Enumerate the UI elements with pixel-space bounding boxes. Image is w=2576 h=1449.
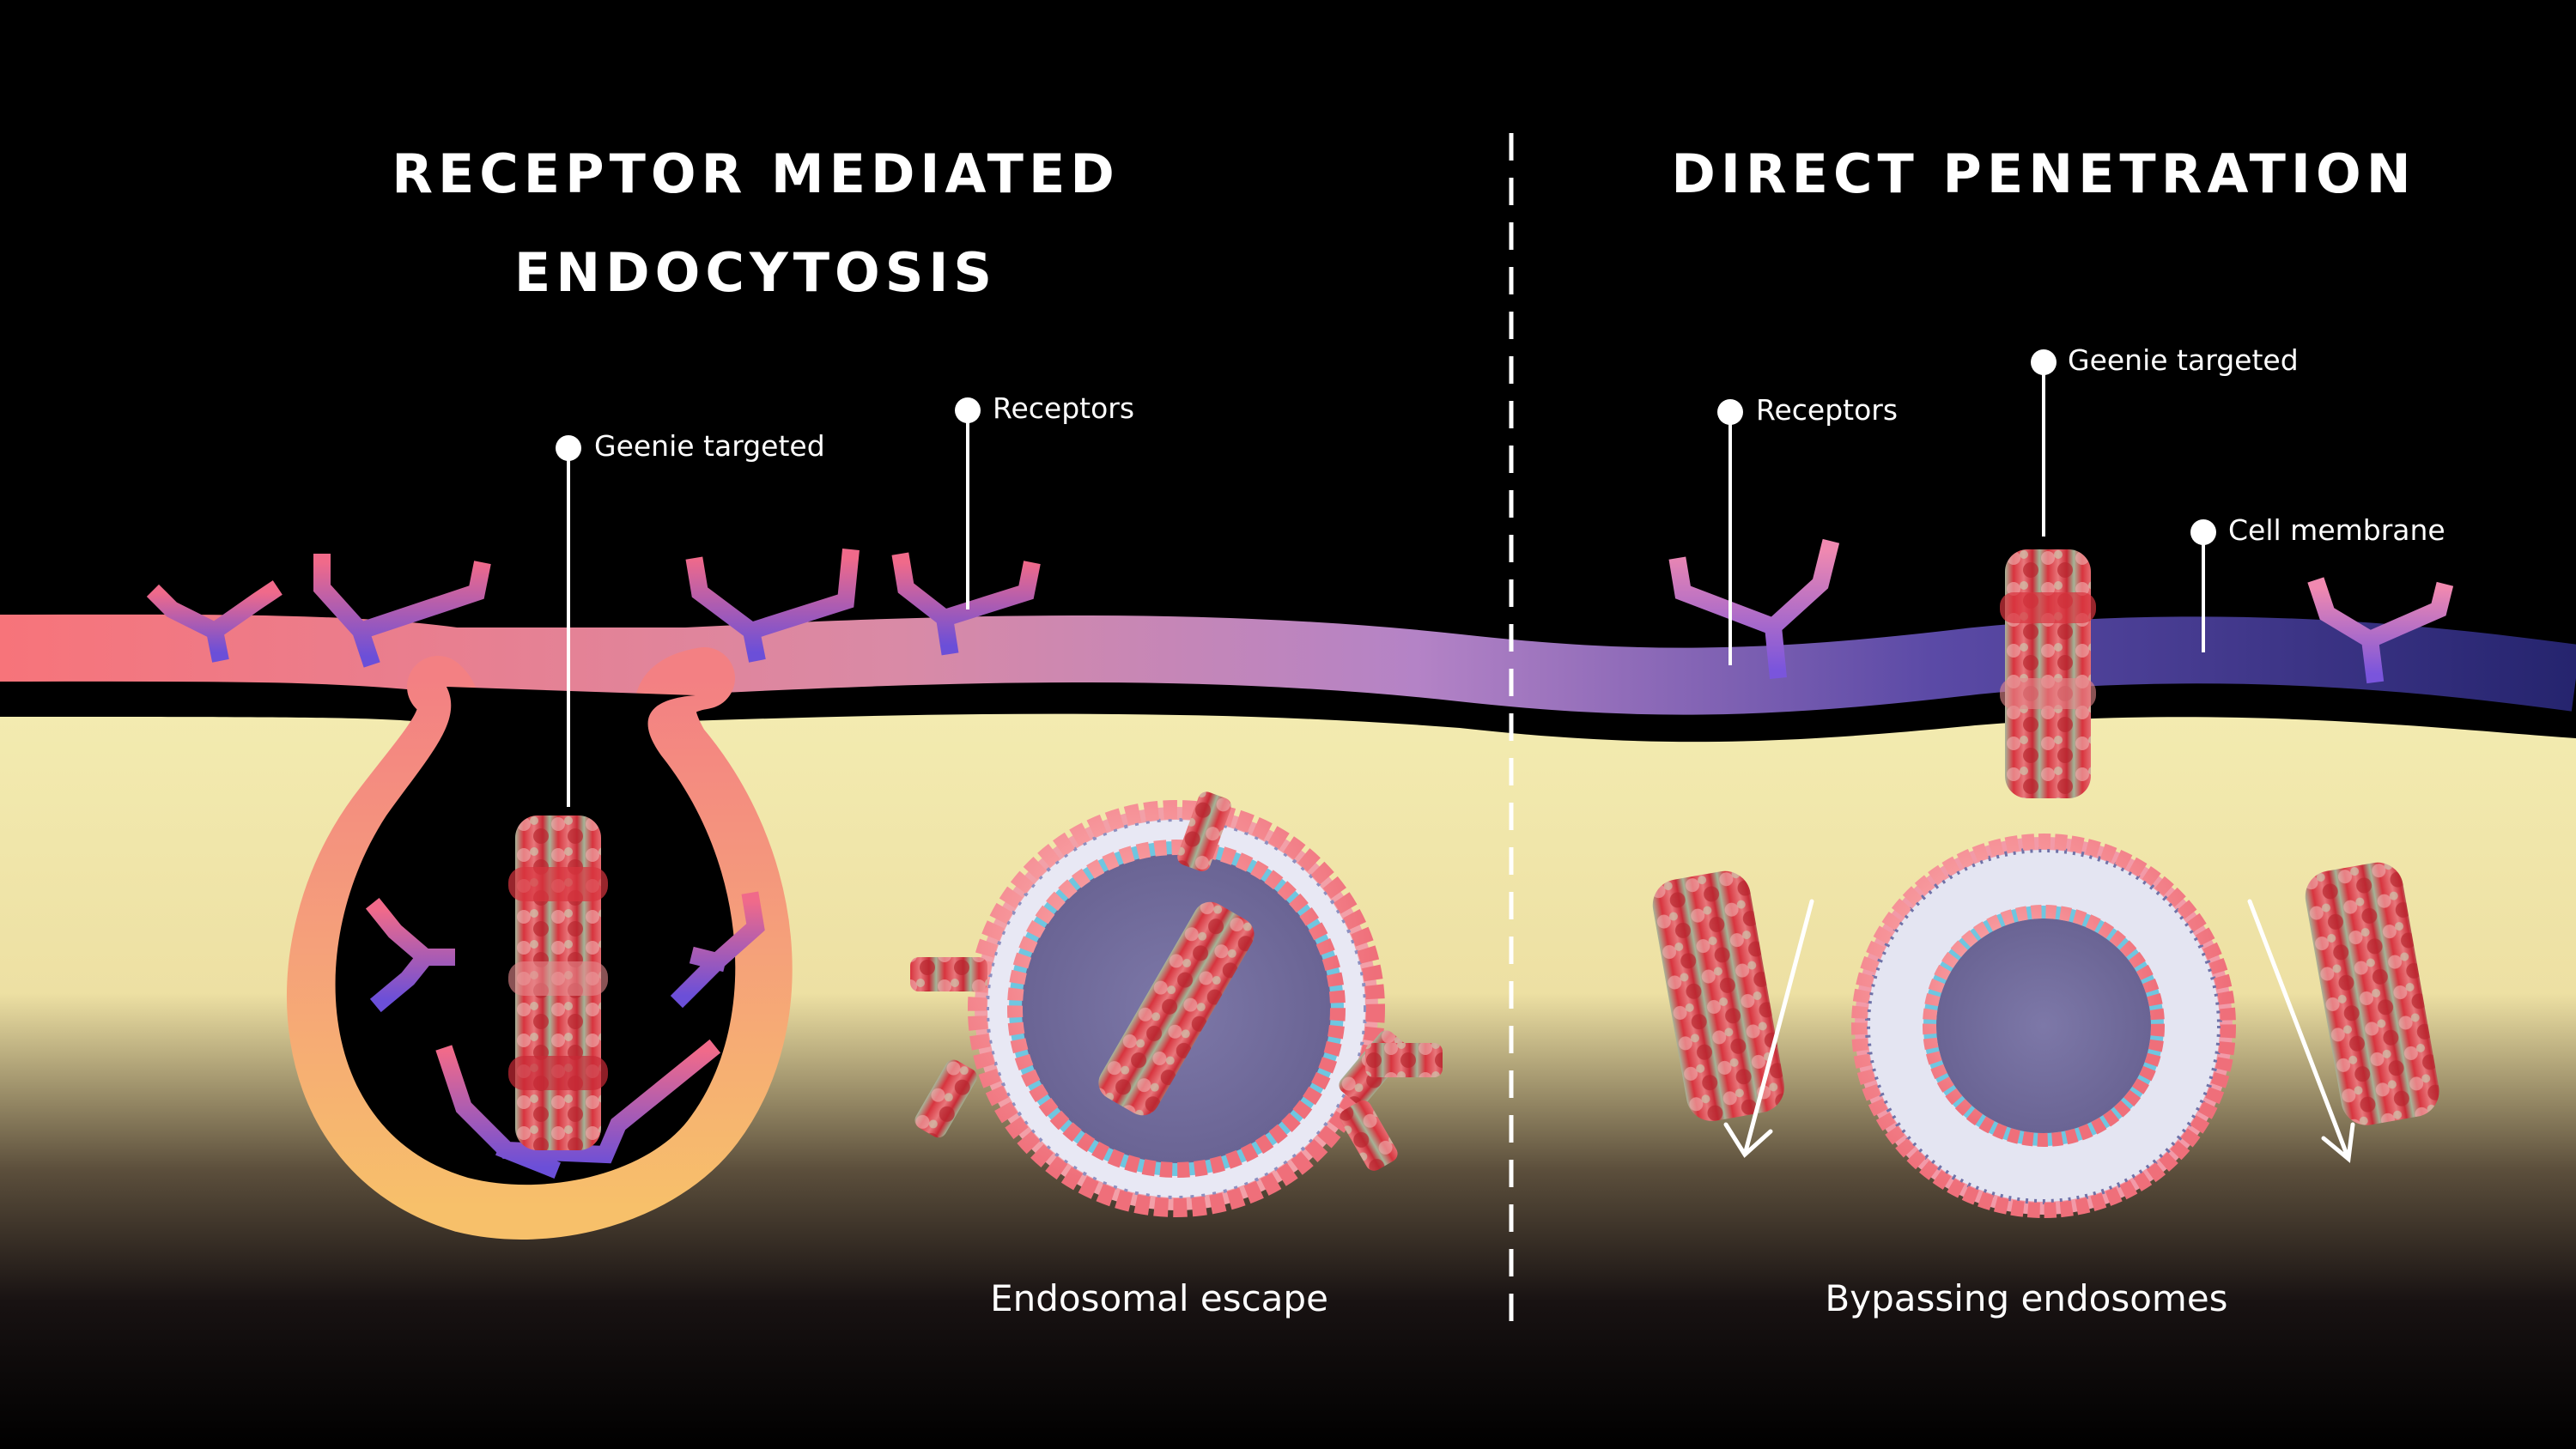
label-geenie-targeted-left: Geenie targeted — [594, 429, 825, 463]
receptor — [365, 897, 455, 1013]
label-receptors-left: Receptors — [993, 391, 1135, 425]
pin-dot — [1717, 399, 1743, 425]
geenie-protein-inside-right — [2305, 862, 2439, 1125]
receptor-group-left — [146, 549, 1041, 1179]
caption-bypassing-endosomes: Bypassing endosomes — [1825, 1277, 2228, 1319]
pin-dot — [556, 435, 581, 461]
label-cell-membrane: Cell membrane — [2228, 513, 2445, 547]
arrow-down-right — [2247, 899, 2355, 1163]
geenie-protein-inside-left — [1652, 870, 1784, 1121]
left-title-line2: ENDOCYTOSIS — [513, 241, 998, 304]
receptor — [313, 554, 491, 668]
endosome-right — [1851, 834, 2236, 1218]
membrane-proteins — [910, 791, 1443, 1171]
receptor — [670, 891, 765, 1009]
direction-arrows — [1723, 899, 2355, 1163]
caption-endosomal-escape: Endosomal escape — [990, 1277, 1328, 1319]
receptor — [146, 580, 283, 663]
receptor — [2307, 577, 2454, 684]
receptor-group-right — [1668, 538, 2454, 684]
geenie-protein-membrane — [2000, 549, 2096, 798]
lipid-heads-outer — [968, 800, 1385, 1217]
left-title-line1: RECEPTOR MEDIATED — [392, 142, 1120, 205]
cell-membrane — [0, 614, 2576, 715]
receptor — [891, 552, 1041, 656]
receptor — [685, 549, 860, 663]
geenie-protein-endosome — [1098, 901, 1255, 1116]
receptor — [435, 1039, 721, 1179]
arrow-down-left — [1723, 899, 1814, 1158]
pin-dot — [2190, 519, 2216, 545]
endosome-left — [910, 791, 1443, 1217]
right-title: DIRECT PENETRATION — [1671, 142, 2416, 205]
label-receptors-right: Receptors — [1756, 393, 1899, 427]
pin-dot — [2031, 349, 2057, 375]
receptor — [1668, 538, 1840, 679]
geenie-protein-pit — [508, 815, 608, 1150]
label-pins — [556, 349, 2216, 807]
pin-dot — [955, 397, 981, 423]
endocytic-pit — [287, 647, 793, 1240]
label-geenie-targeted-right: Geenie targeted — [2068, 343, 2299, 377]
